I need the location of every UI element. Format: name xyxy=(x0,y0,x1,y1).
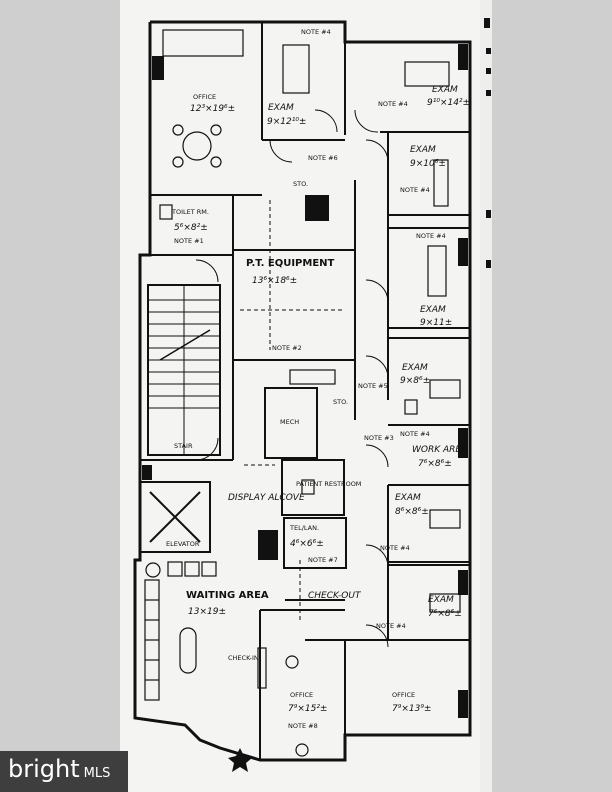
svg-text:EXAM: EXAM xyxy=(428,595,454,605)
svg-text:9×8⁶±: 9×8⁶± xyxy=(400,376,430,386)
svg-text:7⁶×8⁶±: 7⁶×8⁶± xyxy=(418,459,452,469)
north-arrow-icon xyxy=(228,748,252,772)
svg-text:9×10⁶±: 9×10⁶± xyxy=(410,159,446,169)
svg-text:EXAM: EXAM xyxy=(395,493,421,503)
room-sto-1: STO. xyxy=(293,180,308,188)
room-exam-2: EXAM NOTE #4 9¹⁰×14²± xyxy=(378,85,470,108)
svg-text:9×12¹⁰±: 9×12¹⁰± xyxy=(267,117,306,127)
svg-text:7⁹×13⁹±: 7⁹×13⁹± xyxy=(392,704,431,714)
svg-text:13×19±: 13×19± xyxy=(188,607,226,617)
room-check-out: CHECK-OUT xyxy=(308,591,362,601)
note-6: NOTE #6 xyxy=(308,154,338,162)
room-mech: MECH xyxy=(280,418,299,426)
note-7: NOTE #7 xyxy=(308,556,338,564)
svg-text:WAITING AREA: WAITING AREA xyxy=(186,590,269,601)
watermark-brand: bright xyxy=(8,755,80,783)
svg-text:TEL/LAN.: TEL/LAN. xyxy=(289,524,319,532)
note-labels: NOTE #2 NOTE #3 NOTE #4 NOTE #4 NOTE #4 … xyxy=(272,154,430,730)
svg-text:7⁶×8⁶±: 7⁶×8⁶± xyxy=(428,609,462,619)
note-2: NOTE #2 xyxy=(272,344,302,352)
svg-text:NOTE #4: NOTE #4 xyxy=(400,186,430,194)
svg-text:NOTE #1: NOTE #1 xyxy=(174,237,204,245)
margin-marks xyxy=(484,18,491,268)
svg-text:5⁶×8²±: 5⁶×8²± xyxy=(174,223,208,233)
room-exam-5: EXAM 9×8⁶± xyxy=(400,363,430,386)
svg-text:EXAM: EXAM xyxy=(402,363,428,373)
svg-text:NOTE #4: NOTE #4 xyxy=(301,28,331,36)
svg-text:OFFICE: OFFICE xyxy=(392,691,415,699)
room-exam-3: EXAM 9×10⁶± NOTE #4 xyxy=(400,145,446,194)
room-pt-equipment: P.T. EQUIPMENT 13⁶×18⁶± xyxy=(246,258,335,286)
svg-text:TOILET RM.: TOILET RM. xyxy=(171,208,209,216)
room-work-area: WORK AREA 7⁶×8⁶± xyxy=(412,445,467,469)
structural-columns xyxy=(142,44,468,718)
svg-text:NOTE #4: NOTE #4 xyxy=(416,232,446,240)
svg-text:12³×19⁶±: 12³×19⁶± xyxy=(190,104,235,114)
svg-text:EXAM: EXAM xyxy=(420,305,446,315)
svg-text:OFFICE: OFFICE xyxy=(290,691,313,699)
note-4c: NOTE #4 xyxy=(400,430,430,438)
room-office-top: OFFICE 12³×19⁶± xyxy=(190,93,235,114)
watermark-suffix: MLS xyxy=(83,766,111,781)
svg-text:EXAM: EXAM xyxy=(268,103,294,113)
room-check-in: CHECK-IN xyxy=(228,654,259,662)
room-patient-restroom: PATIENT RESTROOM xyxy=(296,480,361,488)
svg-text:8⁶×8⁶±: 8⁶×8⁶± xyxy=(395,507,429,517)
note-5: NOTE #5 xyxy=(358,382,388,390)
room-exam-6: EXAM 8⁶×8⁶± xyxy=(395,493,429,517)
svg-text:OFFICE: OFFICE xyxy=(193,93,216,101)
note-3: NOTE #3 xyxy=(364,434,394,442)
note-8: NOTE #8 xyxy=(288,722,318,730)
svg-text:7⁹×15²±: 7⁹×15²± xyxy=(288,704,327,714)
room-stair: STAIR xyxy=(174,442,193,450)
room-sto-2: STO. xyxy=(333,398,348,406)
svg-text:EXAM: EXAM xyxy=(432,85,458,95)
svg-text:4⁶×6⁶±: 4⁶×6⁶± xyxy=(290,539,324,549)
svg-text:P.T. EQUIPMENT: P.T. EQUIPMENT xyxy=(246,258,335,269)
room-exam-7: EXAM 7⁶×8⁶± xyxy=(428,595,462,619)
note-4b: NOTE #4 xyxy=(376,622,406,630)
svg-text:WORK AREA: WORK AREA xyxy=(412,445,467,455)
room-tel-lan: TEL/LAN. 4⁶×6⁶± xyxy=(289,524,324,549)
svg-text:NOTE #4: NOTE #4 xyxy=(378,100,408,108)
svg-text:EXAM: EXAM xyxy=(410,145,436,155)
svg-text:13⁶×18⁶±: 13⁶×18⁶± xyxy=(252,276,297,286)
room-exam-4: NOTE #4 EXAM 9×11± xyxy=(416,232,452,328)
room-waiting-area: WAITING AREA 13×19± xyxy=(186,590,269,617)
room-office-bottom: OFFICE 7⁹×13⁹± xyxy=(392,691,431,714)
room-elevator: ELEVATOR xyxy=(166,540,200,548)
svg-text:9×11±: 9×11± xyxy=(420,318,452,328)
room-office-small: OFFICE 7⁹×15²± xyxy=(288,691,327,714)
room-toilet: TOILET RM. 5⁶×8²± NOTE #1 xyxy=(171,208,209,245)
outer-wall xyxy=(133,20,472,762)
room-display-alcove: DISPLAY ALCOVE xyxy=(228,493,305,503)
svg-text:9¹⁰×14²±: 9¹⁰×14²± xyxy=(427,98,470,108)
note-4a: NOTE #4 xyxy=(380,544,410,552)
room-exam-1: NOTE #4 EXAM 9×12¹⁰± xyxy=(267,28,331,127)
